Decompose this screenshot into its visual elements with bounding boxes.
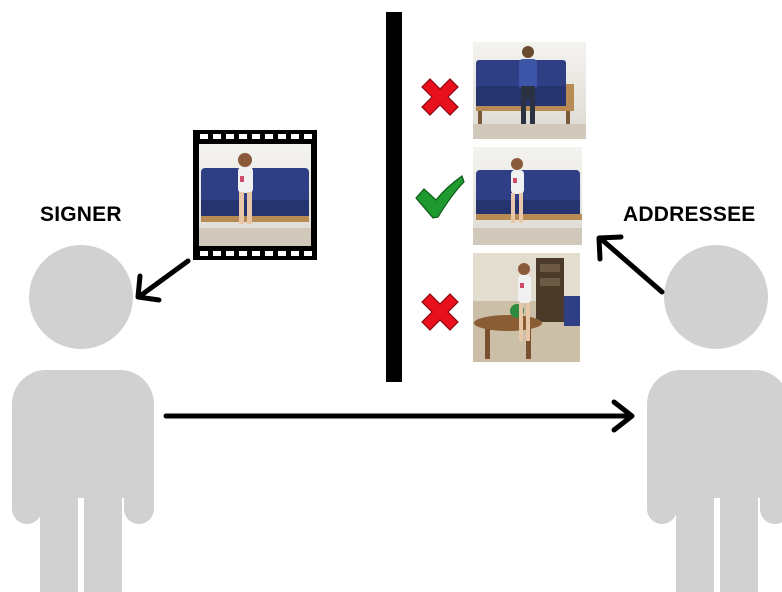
cross-icon <box>421 293 459 331</box>
film-to-signer-arrow <box>135 258 191 303</box>
film-photo <box>199 144 311 246</box>
addressee-label: ADDRESSEE <box>623 203 756 226</box>
signer-person-icon <box>12 245 154 592</box>
film-strip-icon <box>193 130 317 260</box>
signer-label: SIGNER <box>40 203 122 226</box>
addressee-to-photo-arrow <box>596 234 665 295</box>
addressee-person-icon <box>647 245 782 592</box>
choice-photo-1 <box>473 42 586 139</box>
signer-to-addressee-arrow <box>163 399 635 433</box>
divider <box>386 12 402 382</box>
cross-icon <box>421 78 459 116</box>
choice-photo-2 <box>473 147 582 245</box>
check-icon <box>415 175 465 219</box>
choice-photo-3 <box>473 253 580 362</box>
